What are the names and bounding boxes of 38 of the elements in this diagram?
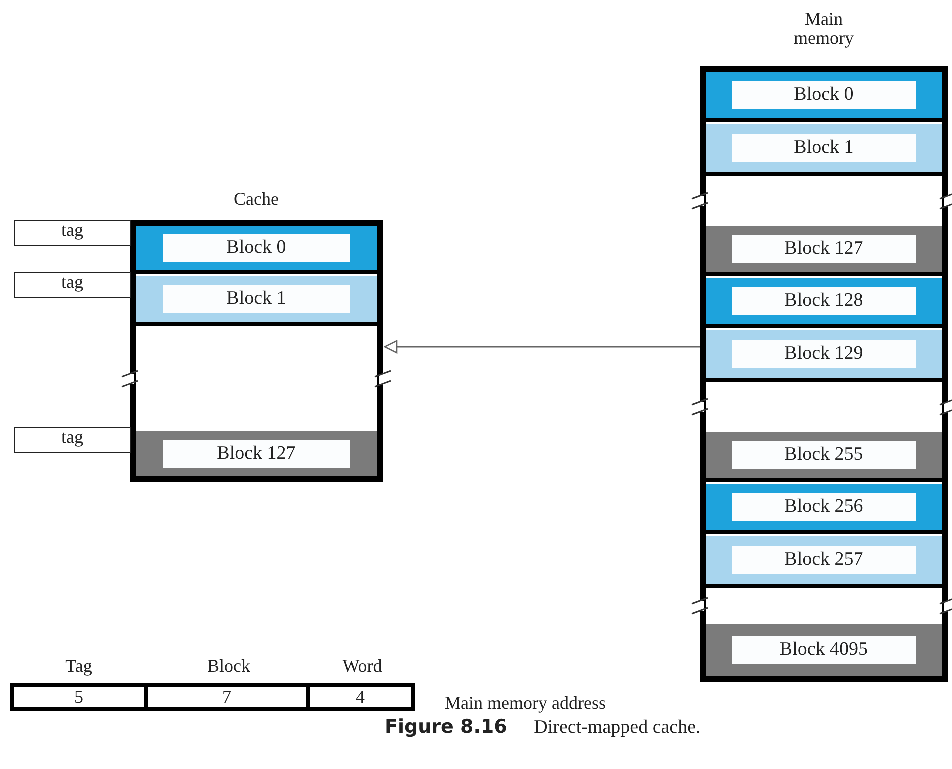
column-heading: Cache [234, 190, 279, 209]
field-heading: Word [342, 657, 382, 676]
memory-block [136, 226, 377, 274]
memory-block [706, 536, 942, 588]
block-label: Block 127 [732, 235, 916, 263]
tag-field: tag [14, 272, 131, 298]
address-field-cell: 4 [310, 683, 415, 711]
block-label: Block 257 [732, 546, 916, 574]
block-label: Block 255 [732, 441, 916, 469]
tag-field: tag [14, 220, 131, 246]
memory-block [706, 278, 942, 328]
block-label: Block 0 [732, 81, 916, 109]
block-label: Block 128 [732, 287, 916, 315]
figure-caption: Figure 8.16 Direct-mapped cache. [385, 716, 701, 739]
address-field-cell: 5 [10, 683, 148, 711]
memory-block [706, 124, 942, 176]
block-label: Block 129 [732, 340, 916, 368]
column-heading: Main memory [793, 10, 855, 48]
field-heading: Tag [66, 657, 92, 676]
block-label: Block 0 [162, 234, 350, 262]
block-label: Block 4095 [732, 636, 916, 664]
memory-block [706, 72, 942, 122]
memory-block [706, 624, 942, 676]
field-heading: Block [208, 657, 250, 676]
memory-block [706, 432, 942, 482]
tag-field: tag [14, 427, 131, 453]
memory-block [136, 276, 377, 326]
block-label: Block 127 [162, 440, 350, 468]
address-field-cell: 7 [148, 683, 310, 711]
block-label: Block 256 [732, 493, 916, 521]
memory-block [706, 226, 942, 276]
memory-block [706, 484, 942, 534]
block-label: Block 1 [162, 285, 350, 313]
address-caption: Main memory address [445, 693, 606, 714]
memory-block [136, 431, 377, 476]
block-label: Block 1 [732, 134, 916, 162]
memory-block [706, 330, 942, 382]
arrow [384, 340, 700, 354]
